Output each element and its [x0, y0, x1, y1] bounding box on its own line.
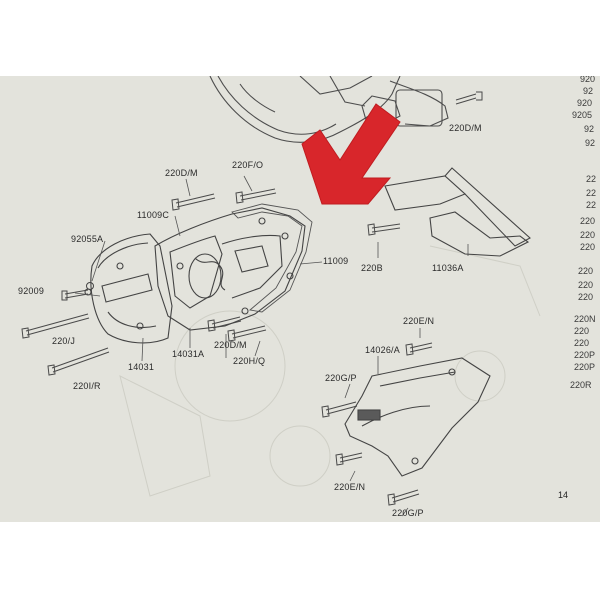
- margin-label: 220: [580, 242, 596, 252]
- margin-label: 220: [574, 326, 590, 336]
- margin-label: 92: [583, 86, 594, 96]
- bolt-220gp: [321, 401, 358, 418]
- margin-label: 220: [578, 292, 594, 302]
- margin-label: 220: [578, 280, 594, 290]
- margin-label: 92: [584, 124, 595, 134]
- label-14031a: 14031A: [172, 349, 205, 359]
- label-220dm-top: 220D/M: [449, 123, 482, 133]
- bolt-220j: [21, 313, 90, 339]
- margin-label: 220P: [574, 350, 596, 360]
- label-220fo: 220F/O: [232, 160, 264, 170]
- margin-label: 220: [580, 216, 596, 226]
- label-220ir: 220I/R: [73, 381, 101, 391]
- margin-label: 9205: [572, 110, 593, 120]
- margin-label: 220: [580, 230, 596, 240]
- seal-92055a: [86, 282, 94, 290]
- bolt-220ir: [47, 347, 110, 376]
- label-14031: 14031: [128, 362, 155, 372]
- margin-label: 22: [586, 188, 597, 198]
- label-220gp-low: 220G/P: [392, 508, 424, 518]
- parts-catalog-page: 220D/M 220D/M 220F/O 11009C 92055A 92009…: [0, 76, 600, 522]
- exploded-parts-diagram: [21, 76, 541, 517]
- bolt-220en-low: [335, 452, 363, 466]
- cover-14031a: [154, 207, 306, 331]
- red-pointer-arrow: [301, 103, 401, 205]
- bolt-220dm-top: [455, 91, 483, 105]
- label-14026a: 14026/A: [365, 345, 400, 355]
- bolt-220dm-mid: [207, 316, 242, 332]
- label-220j: 220/J: [52, 336, 76, 346]
- label-220dm-mid: 220D/M: [214, 340, 247, 350]
- margin-label: 22: [586, 174, 597, 184]
- margin-label: 220: [578, 266, 594, 276]
- label-220dm: 220D/M: [165, 168, 198, 178]
- margin-label: 92: [585, 138, 596, 148]
- gasket-11009: [231, 203, 313, 313]
- label-92009: 92009: [18, 286, 45, 296]
- label-11009: 11009: [323, 256, 349, 266]
- leader-lines: [74, 175, 469, 517]
- sprocket-cover-14026a: [344, 357, 491, 477]
- label-11036a: 11036A: [432, 263, 464, 273]
- bolt-drawings: [21, 91, 483, 506]
- margin-label: 220: [574, 338, 590, 348]
- label-220en: 220E/N: [403, 316, 435, 326]
- ghost-background-drawing: [119, 245, 541, 497]
- label-220gp: 220G/P: [325, 373, 357, 383]
- bracket-11036a: [384, 167, 531, 257]
- bolt-220gp-low: [387, 489, 420, 506]
- crankcase-drawing: [209, 76, 449, 143]
- margin-label: 220N: [574, 314, 596, 324]
- cover-14031: [84, 233, 173, 344]
- label-11009c: 11009C: [137, 210, 170, 220]
- bolt-92009: [61, 289, 89, 301]
- bolt-220b: [367, 223, 401, 236]
- margin-label: 920: [577, 98, 593, 108]
- margin-label: 220P: [574, 362, 596, 372]
- label-220hq: 220H/Q: [233, 356, 266, 366]
- label-220b: 220B: [361, 263, 383, 273]
- margin-label: 22: [586, 200, 597, 210]
- label-92055a: 92055A: [71, 234, 104, 244]
- margin-label: 920: [580, 76, 596, 84]
- bolt-220fo: [235, 188, 277, 204]
- bolt-220en: [405, 342, 433, 356]
- margin-label: 220R: [570, 380, 592, 390]
- label-220en-low: 220E/N: [334, 482, 366, 492]
- bolt-220hq: [227, 325, 267, 342]
- page-number: 14: [558, 490, 569, 500]
- bolt-220dm: [171, 193, 216, 211]
